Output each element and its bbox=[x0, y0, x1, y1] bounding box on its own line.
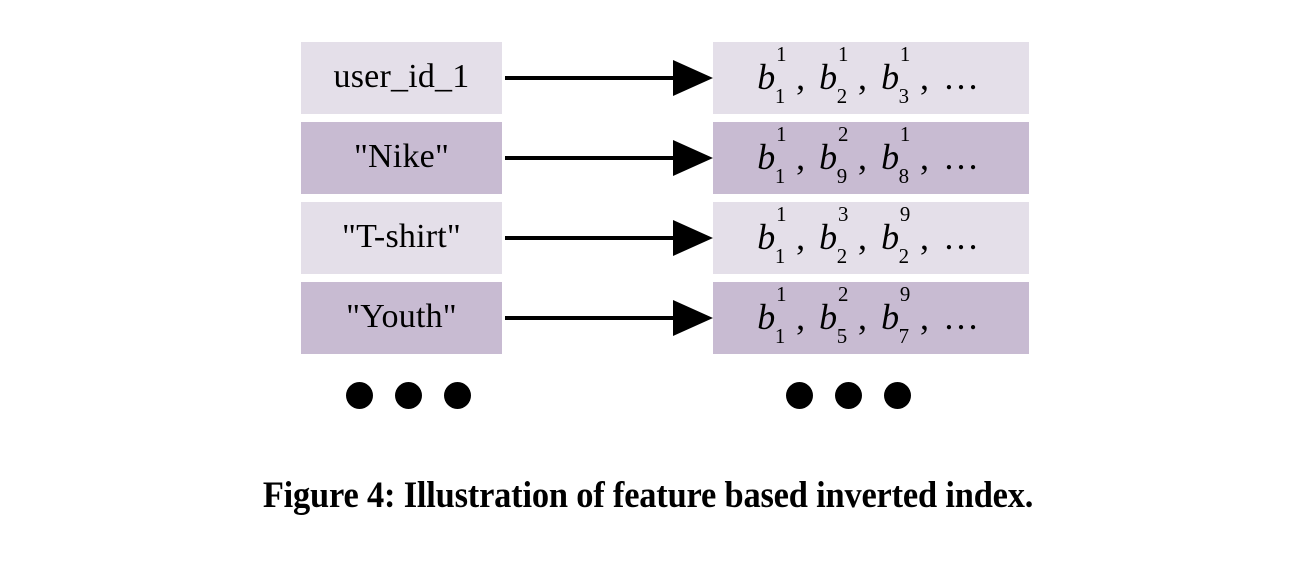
arrow-right-icon bbox=[505, 122, 715, 194]
inverted-index-table: user_id_1 b11, b12, b13, … "Nike" bbox=[0, 42, 1296, 354]
posting-list-math: b11, b12, b13, … bbox=[757, 41, 985, 109]
dot-icon bbox=[444, 382, 471, 409]
table-row: user_id_1 b11, b12, b13, … bbox=[0, 42, 1296, 114]
index-key-box[interactable]: "T-shirt" bbox=[301, 202, 502, 274]
dot-icon bbox=[884, 382, 911, 409]
index-posting-list[interactable]: b11, b32, b92, … bbox=[713, 202, 1029, 274]
figure-caption: Figure 4: Illustration of feature based … bbox=[262, 475, 1034, 516]
posting-list-math: b11, b32, b92, … bbox=[757, 201, 985, 269]
index-key-box[interactable]: "Nike" bbox=[301, 122, 502, 194]
index-posting-list[interactable]: b11, b12, b13, … bbox=[713, 42, 1029, 114]
continuation-dots-left bbox=[346, 382, 471, 409]
arrow-right-icon bbox=[505, 282, 715, 354]
dot-icon bbox=[835, 382, 862, 409]
dot-icon bbox=[346, 382, 373, 409]
index-posting-list[interactable]: b11, b29, b18, … bbox=[713, 122, 1029, 194]
arrow-right-icon bbox=[505, 202, 715, 274]
index-posting-list[interactable]: b11, b25, b97, … bbox=[713, 282, 1029, 354]
index-key-box[interactable]: user_id_1 bbox=[301, 42, 502, 114]
arrow-right-icon bbox=[505, 42, 715, 114]
table-row: "Youth" b11, b25, b97, … bbox=[0, 282, 1296, 354]
posting-list-math: b11, b25, b97, … bbox=[757, 281, 985, 349]
dot-icon bbox=[395, 382, 422, 409]
table-row: "Nike" b11, b29, b18, … bbox=[0, 122, 1296, 194]
dot-icon bbox=[786, 382, 813, 409]
posting-list-math: b11, b29, b18, … bbox=[757, 121, 985, 189]
table-row: "T-shirt" b11, b32, b92, … bbox=[0, 202, 1296, 274]
continuation-dots-right bbox=[786, 382, 911, 409]
index-key-box[interactable]: "Youth" bbox=[301, 282, 502, 354]
